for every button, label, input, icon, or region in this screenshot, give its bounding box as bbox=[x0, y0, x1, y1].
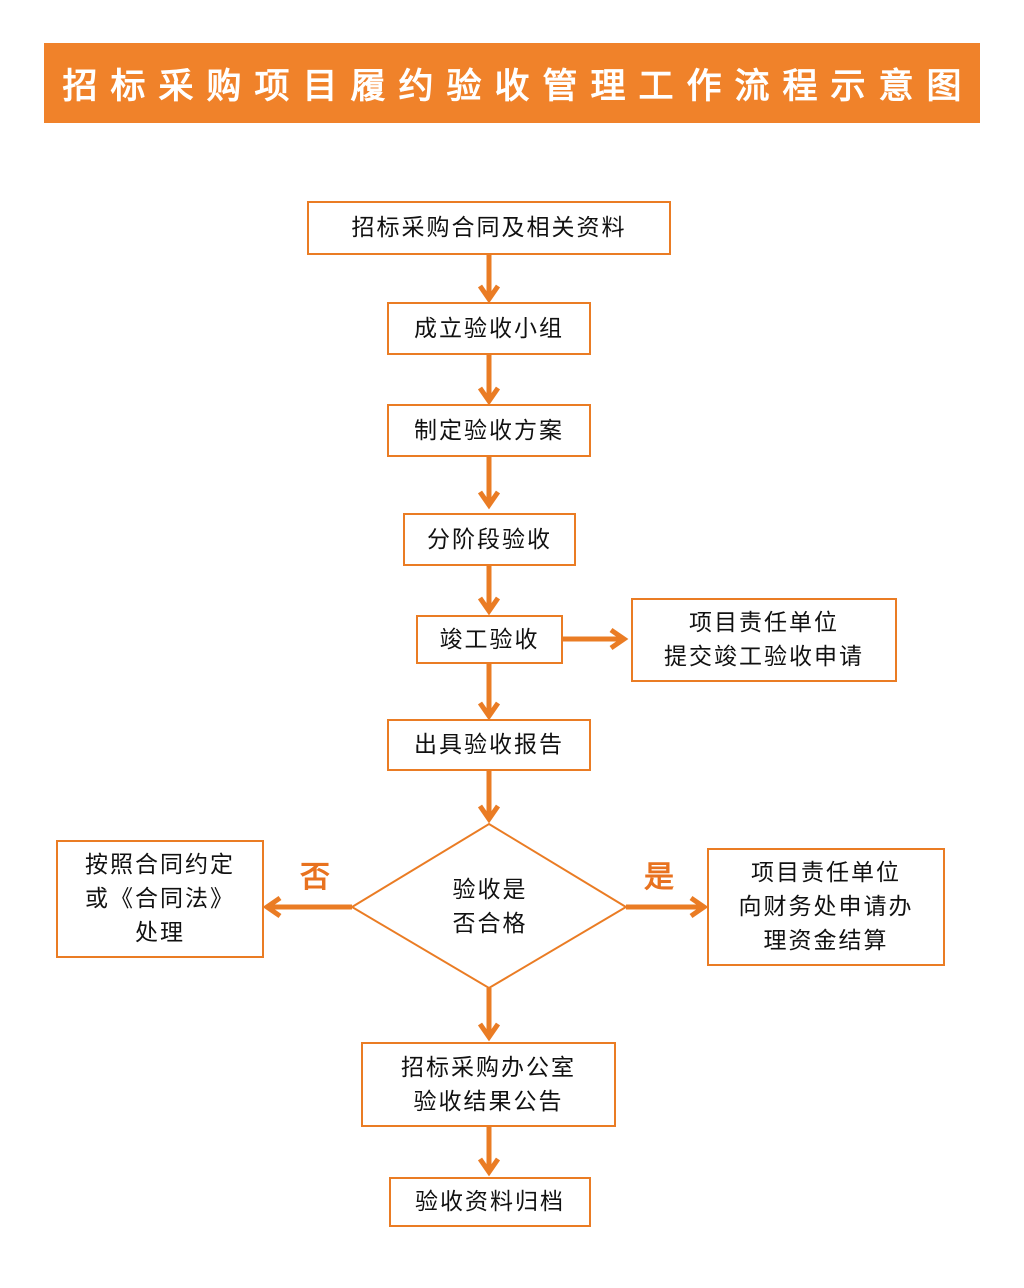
title-banner: 招标采购项目履约验收管理工作流程示意图 bbox=[44, 43, 980, 123]
arrow-decision-to-announce bbox=[477, 988, 501, 1042]
node-make-plan: 制定验收方案 bbox=[387, 404, 591, 457]
arrow-team-to-plan bbox=[477, 355, 501, 406]
node-submit-request-line1: 项目责任单位 bbox=[689, 610, 839, 636]
node-issue-report-label: 出具验收报告 bbox=[414, 732, 564, 758]
yes-branch-label: 是 bbox=[644, 860, 674, 895]
node-issue-report: 出具验收报告 bbox=[387, 719, 591, 771]
node-no-handling-line3: 处理 bbox=[135, 920, 185, 946]
arrow-decision-to-yes bbox=[626, 895, 709, 919]
node-form-team-label: 成立验收小组 bbox=[414, 315, 564, 342]
no-branch-label: 否 bbox=[300, 860, 330, 895]
arrow-completion-to-report bbox=[477, 664, 501, 721]
decision-line1: 验收是 bbox=[452, 877, 528, 903]
node-completion-accept-label: 竣工验收 bbox=[439, 626, 540, 653]
node-announce-result-line2: 验收结果公告 bbox=[413, 1088, 564, 1115]
arrow-phase-to-completion bbox=[477, 566, 501, 616]
node-archive-label: 验收资料归档 bbox=[415, 1189, 565, 1215]
node-make-plan-label: 制定验收方案 bbox=[414, 417, 564, 444]
decision-line2: 否合格 bbox=[452, 911, 528, 937]
arrow-docs-to-team bbox=[477, 255, 501, 304]
page-title: 招标采购项目履约验收管理工作流程示意图 bbox=[62, 66, 975, 107]
arrow-completion-to-submit bbox=[563, 627, 629, 651]
arrow-decision-to-no bbox=[262, 895, 352, 919]
arrow-announce-to-archive bbox=[477, 1127, 501, 1177]
node-announce-result: 招标采购办公室 验收结果公告 bbox=[361, 1042, 616, 1127]
node-yes-settlement-line1: 项目责任单位 bbox=[751, 860, 901, 886]
node-form-team: 成立验收小组 bbox=[387, 302, 591, 355]
node-no-handling-line1: 按照合同约定 bbox=[85, 852, 235, 878]
arrow-report-to-decision bbox=[477, 771, 501, 824]
node-archive: 验收资料归档 bbox=[389, 1177, 591, 1227]
decision-label: 验收是 否合格 bbox=[425, 873, 555, 941]
node-announce-result-line1: 招标采购办公室 bbox=[401, 1054, 576, 1081]
decision-diamond bbox=[350, 822, 628, 990]
node-yes-settlement-line2: 向财务处申请办 bbox=[738, 894, 914, 920]
node-completion-accept: 竣工验收 bbox=[416, 615, 563, 664]
node-yes-settlement: 项目责任单位 向财务处申请办 理资金结算 bbox=[707, 848, 945, 966]
node-contract-docs-label: 招标采购合同及相关资料 bbox=[351, 215, 627, 241]
node-no-handling: 按照合同约定 或《合同法》 处理 bbox=[56, 840, 264, 958]
node-submit-request: 项目责任单位 提交竣工验收申请 bbox=[631, 598, 897, 682]
node-submit-request-line2: 提交竣工验收申请 bbox=[664, 644, 864, 670]
node-phase-accept-label: 分阶段验收 bbox=[427, 526, 552, 553]
node-yes-settlement-line3: 理资金结算 bbox=[763, 928, 889, 954]
node-contract-docs: 招标采购合同及相关资料 bbox=[307, 201, 671, 255]
node-no-handling-line2: 或《合同法》 bbox=[85, 886, 235, 912]
arrow-plan-to-phase bbox=[477, 457, 501, 510]
node-phase-accept: 分阶段验收 bbox=[403, 513, 576, 566]
